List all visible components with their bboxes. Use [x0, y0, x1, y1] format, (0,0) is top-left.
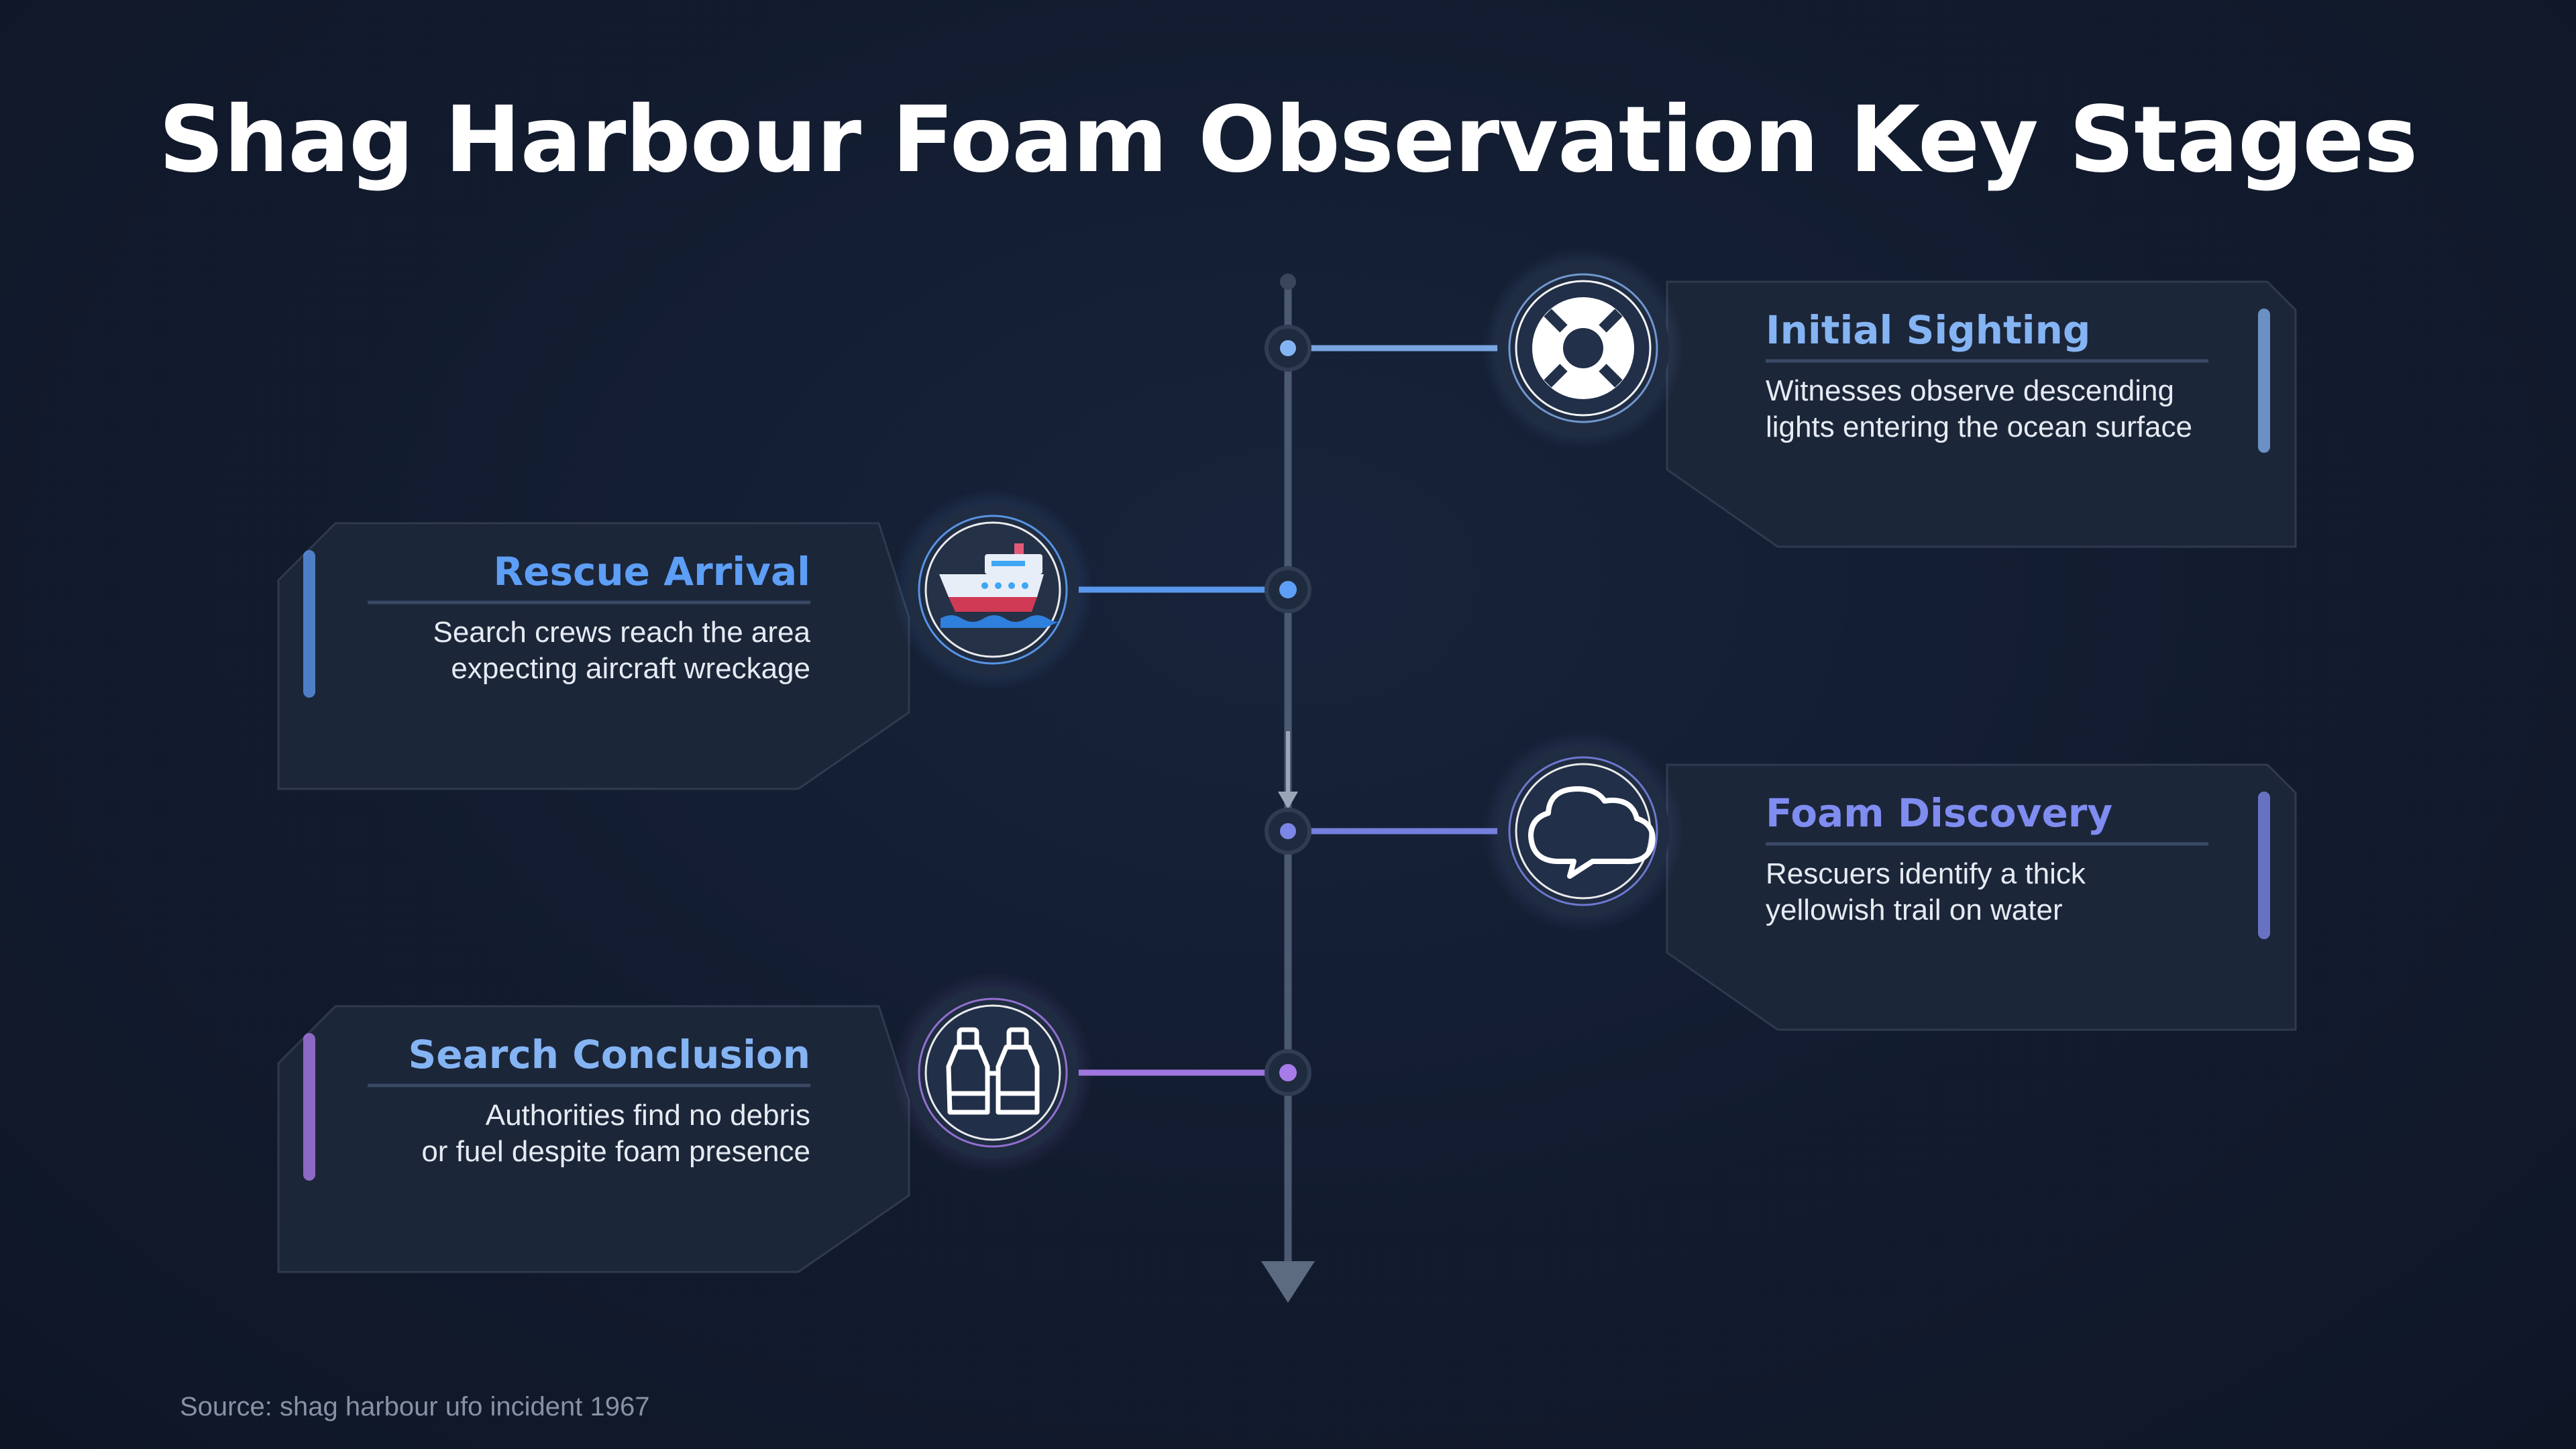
stage-title: Search Conclusion — [408, 1032, 810, 1077]
card-stage-4 — [277, 1005, 910, 1273]
stage-description-line: or fuel despite foam presence — [421, 1135, 810, 1168]
stage-title: Rescue Arrival — [493, 549, 810, 594]
medallion-stage-2 — [892, 489, 1093, 690]
axis-arrow-head — [1261, 1261, 1315, 1303]
stage-description: Rescuers identify a thick yellowish trai… — [1766, 856, 2235, 928]
page-title: Shag Harbour Foam Observation Key Stages — [158, 87, 2418, 193]
stage-description-line: Search crews reach the area — [433, 616, 810, 649]
axis-mid-arrow — [1278, 792, 1298, 809]
connector-stage-1 — [1265, 325, 1506, 372]
stage-description-line: Witnesses observe descending — [1766, 374, 2174, 407]
stage-description-line: Authorities find no debris — [485, 1099, 810, 1132]
source-note: Source: shag harbour ufo incident 1967 — [180, 1392, 650, 1421]
medallion-stage-4 — [892, 972, 1093, 1173]
connector-stage-3 — [1265, 808, 1506, 855]
card-accent-bar — [2258, 792, 2270, 939]
stage-description: Authorities find no debris or fuel despi… — [341, 1097, 810, 1170]
stage-description: Search crews reach the area expecting ai… — [341, 614, 810, 687]
stage-description-line: expecting aircraft wreckage — [451, 652, 810, 685]
card-stage-1 — [1666, 280, 2297, 548]
card-stage-2-text: Rescue Arrival Search crews reach the ar… — [341, 545, 810, 687]
lifebuoy-icon — [1532, 297, 1634, 399]
speech-bubble-icon — [1528, 786, 1656, 879]
stage-description-line: lights entering the ocean surface — [1766, 411, 2192, 443]
card-accent-bar — [303, 1033, 315, 1181]
card-accent-bar — [303, 550, 315, 698]
connector-stage-2 — [1070, 566, 1311, 613]
stage-title: Initial Sighting — [1766, 307, 2091, 353]
card-stage-2 — [277, 522, 910, 790]
connector-stage-4 — [1070, 1049, 1311, 1096]
timeline-axis — [1261, 274, 1315, 1303]
card-accent-bar — [2258, 309, 2270, 453]
stage-description-line: yellowish trail on water — [1766, 894, 2063, 926]
card-stage-3-text: Foam Discovery Rescuers identify a thick… — [1766, 786, 2235, 928]
stage-title: Foam Discovery — [1766, 790, 2113, 836]
medallion-stage-3 — [1483, 731, 1684, 932]
binoculars-icon — [946, 1027, 1040, 1115]
card-stage-1-text: Initial Sighting Witnesses observe desce… — [1766, 303, 2235, 445]
medallion-stage-1 — [1483, 248, 1684, 449]
stage-description-line: Rescuers identify a thick — [1766, 857, 2086, 890]
card-stage-3 — [1666, 763, 2297, 1031]
card-stage-4-text: Search Conclusion Authorities find no de… — [341, 1028, 810, 1170]
ship-icon — [939, 543, 1059, 628]
stage-description: Witnesses observe descending lights ente… — [1766, 373, 2235, 445]
